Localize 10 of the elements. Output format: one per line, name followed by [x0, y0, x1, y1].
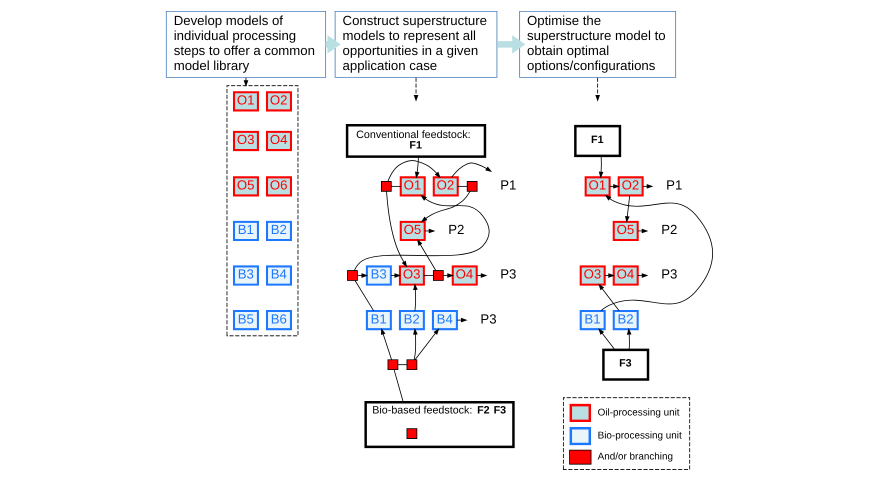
- node-text: P1: [666, 178, 682, 193]
- node-text: P2: [448, 222, 464, 238]
- legend-label: And/or branching: [598, 452, 673, 463]
- legend-label: Bio-processing unit: [598, 430, 682, 442]
- node-text: P3: [480, 311, 497, 326]
- legend-label: Oil-processing unit: [598, 408, 680, 419]
- node-text: P1: [500, 178, 516, 193]
- node-text: P3: [500, 266, 516, 282]
- node-text: P2: [661, 222, 678, 238]
- node-text: P3: [661, 266, 678, 282]
